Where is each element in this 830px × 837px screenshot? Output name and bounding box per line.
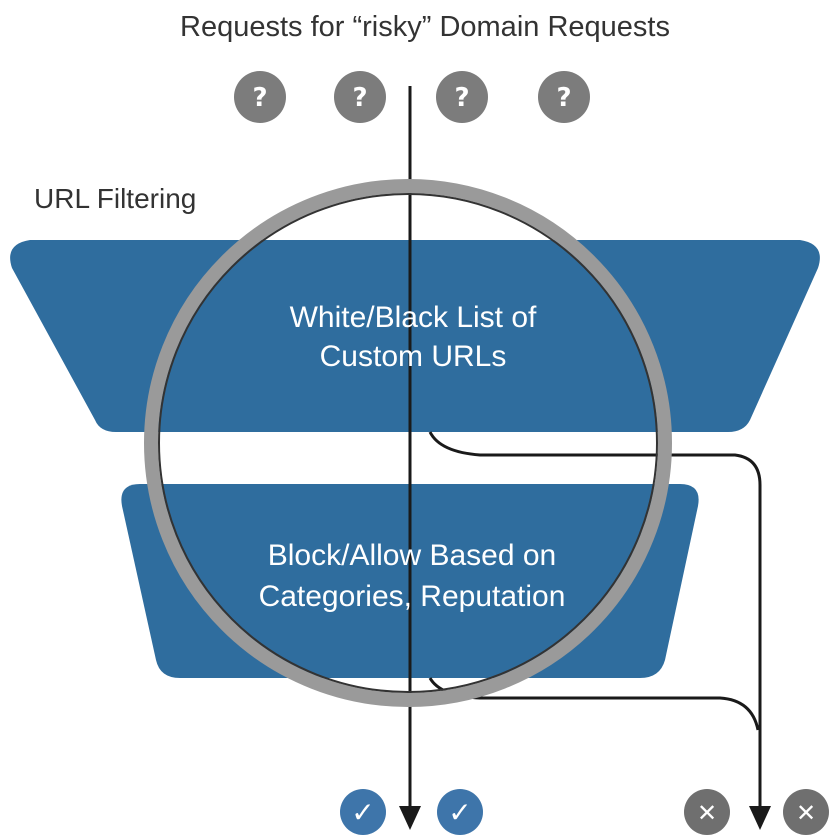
filter-lens-inner-edge bbox=[158, 193, 658, 693]
stage-whitelist-blacklist bbox=[10, 240, 820, 432]
svg-text:✕: ✕ bbox=[697, 799, 717, 827]
blocked-outcome-2: ✕ bbox=[783, 789, 829, 835]
question-icon bbox=[538, 71, 590, 123]
svg-text:?: ? bbox=[556, 83, 571, 113]
allowed-outcome-2: ✓ bbox=[437, 789, 483, 835]
allowed-arrowhead bbox=[399, 806, 421, 830]
blocked-outcome-1: ✕ bbox=[684, 789, 730, 835]
section-label: URL Filtering bbox=[34, 183, 196, 214]
stage-2-label-line-2: Categories, Reputation bbox=[259, 580, 566, 613]
svg-text:?: ? bbox=[252, 83, 267, 113]
check-icon bbox=[340, 789, 386, 835]
diagram-title: Requests for “risky” Domain Requests bbox=[180, 11, 670, 43]
svg-text:✕: ✕ bbox=[796, 799, 816, 827]
request-icon-1: ? bbox=[234, 71, 286, 123]
request-icon-2: ? bbox=[334, 71, 386, 123]
x-icon bbox=[783, 789, 829, 835]
allowed-outcome-1: ✓ bbox=[340, 789, 386, 835]
question-icon bbox=[234, 71, 286, 123]
request-icon-4: ? bbox=[538, 71, 590, 123]
blocked-branch-stage-2 bbox=[428, 677, 760, 731]
stage-2-label-line-1: Block/Allow Based on bbox=[268, 539, 557, 572]
svg-text:?: ? bbox=[454, 83, 469, 113]
blocked-branch-stage-1 bbox=[428, 431, 762, 808]
svg-text:✓: ✓ bbox=[448, 796, 471, 829]
x-icon bbox=[684, 789, 730, 835]
filter-lens-ring bbox=[144, 179, 672, 707]
stage-1-label-line-2: Custom URLs bbox=[320, 340, 507, 373]
request-icon-3: ? bbox=[436, 71, 488, 123]
blocked-arrowhead bbox=[749, 806, 771, 830]
stage-1-label-line-1: White/Black List of bbox=[290, 301, 537, 334]
question-icon bbox=[436, 71, 488, 123]
question-icon bbox=[334, 71, 386, 123]
svg-text:✓: ✓ bbox=[351, 796, 374, 829]
check-icon bbox=[437, 789, 483, 835]
svg-text:?: ? bbox=[352, 83, 367, 113]
